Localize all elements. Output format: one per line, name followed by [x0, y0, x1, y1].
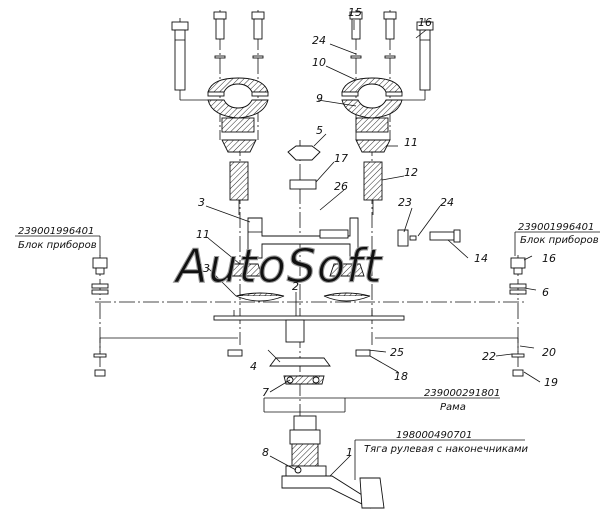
part-label-1: 1 [346, 446, 353, 459]
ref-label-frame: Рама [440, 402, 466, 413]
part-label-3: 3 [198, 196, 205, 209]
part-label-14: 16 [542, 252, 556, 265]
part-label-11-right: 11 [404, 136, 418, 149]
part-label-7: 7 [262, 386, 269, 399]
part-label-12: 12 [404, 166, 418, 179]
steering-bracket [247, 217, 461, 259]
reference-labels: 239001996401 Блок приборов 239001996401 … [18, 222, 599, 455]
base-plate [213, 310, 405, 343]
bushings-upper [221, 139, 391, 190]
part-label-24-mid: 24 [440, 196, 454, 209]
ref-label-instrument-right: Блок приборов [520, 234, 599, 246]
part-labels: 15 16 24 10 9 5 11 17 12 26 3 23 24 11 1… [196, 6, 558, 459]
top-bolts [171, 11, 434, 91]
part-label-18: 17 [334, 152, 348, 165]
leaders [15, 20, 600, 480]
part-label-11-left: 11 [196, 228, 210, 241]
part-label-24-top: 24 [312, 34, 326, 47]
ref-label-tie-rod: Тяга рулевая с наконечниками [364, 444, 529, 455]
steering-column-shaft [281, 415, 385, 509]
clamp-upper [207, 77, 403, 97]
part-label-21: 20 [542, 346, 556, 359]
ref-code-frame: 239000291801 [424, 388, 500, 399]
part-label-6: 6 [542, 286, 549, 299]
part-label-17: 16 [418, 16, 432, 29]
part-label-15: 14 [474, 252, 488, 265]
part-label-19: 18 [394, 370, 408, 383]
part-label-2: 2 [292, 280, 299, 293]
part-label-13: 13 [196, 262, 210, 275]
dampers [227, 263, 371, 302]
side-parts-left [91, 257, 109, 377]
lower-fasteners [227, 349, 371, 385]
watermark: AutoSoft [173, 239, 383, 293]
ref-code-tie-rod: 198000490701 [396, 430, 472, 441]
part-label-22: 22 [482, 350, 496, 363]
sleeves [229, 161, 383, 215]
part-label-25: 25 [390, 346, 404, 359]
ref-label-instrument-left: Блок приборов [18, 239, 97, 251]
clamp-lower [207, 99, 403, 133]
part-label-16: 15 [348, 6, 362, 19]
part-label-9: 9 [316, 92, 323, 105]
part-label-8: 8 [262, 446, 269, 459]
ref-code-instrument-left: 239001996401 [18, 226, 94, 237]
part-label-20: 19 [544, 376, 558, 389]
part-label-26: 26 [334, 180, 348, 193]
part-label-10: 10 [312, 56, 326, 69]
part-label-23: 23 [398, 196, 412, 209]
part-label-4: 4 [250, 360, 257, 373]
side-parts-right [509, 257, 527, 377]
ref-code-instrument-right: 239001996401 [518, 222, 594, 233]
part-label-5: 5 [316, 124, 323, 137]
